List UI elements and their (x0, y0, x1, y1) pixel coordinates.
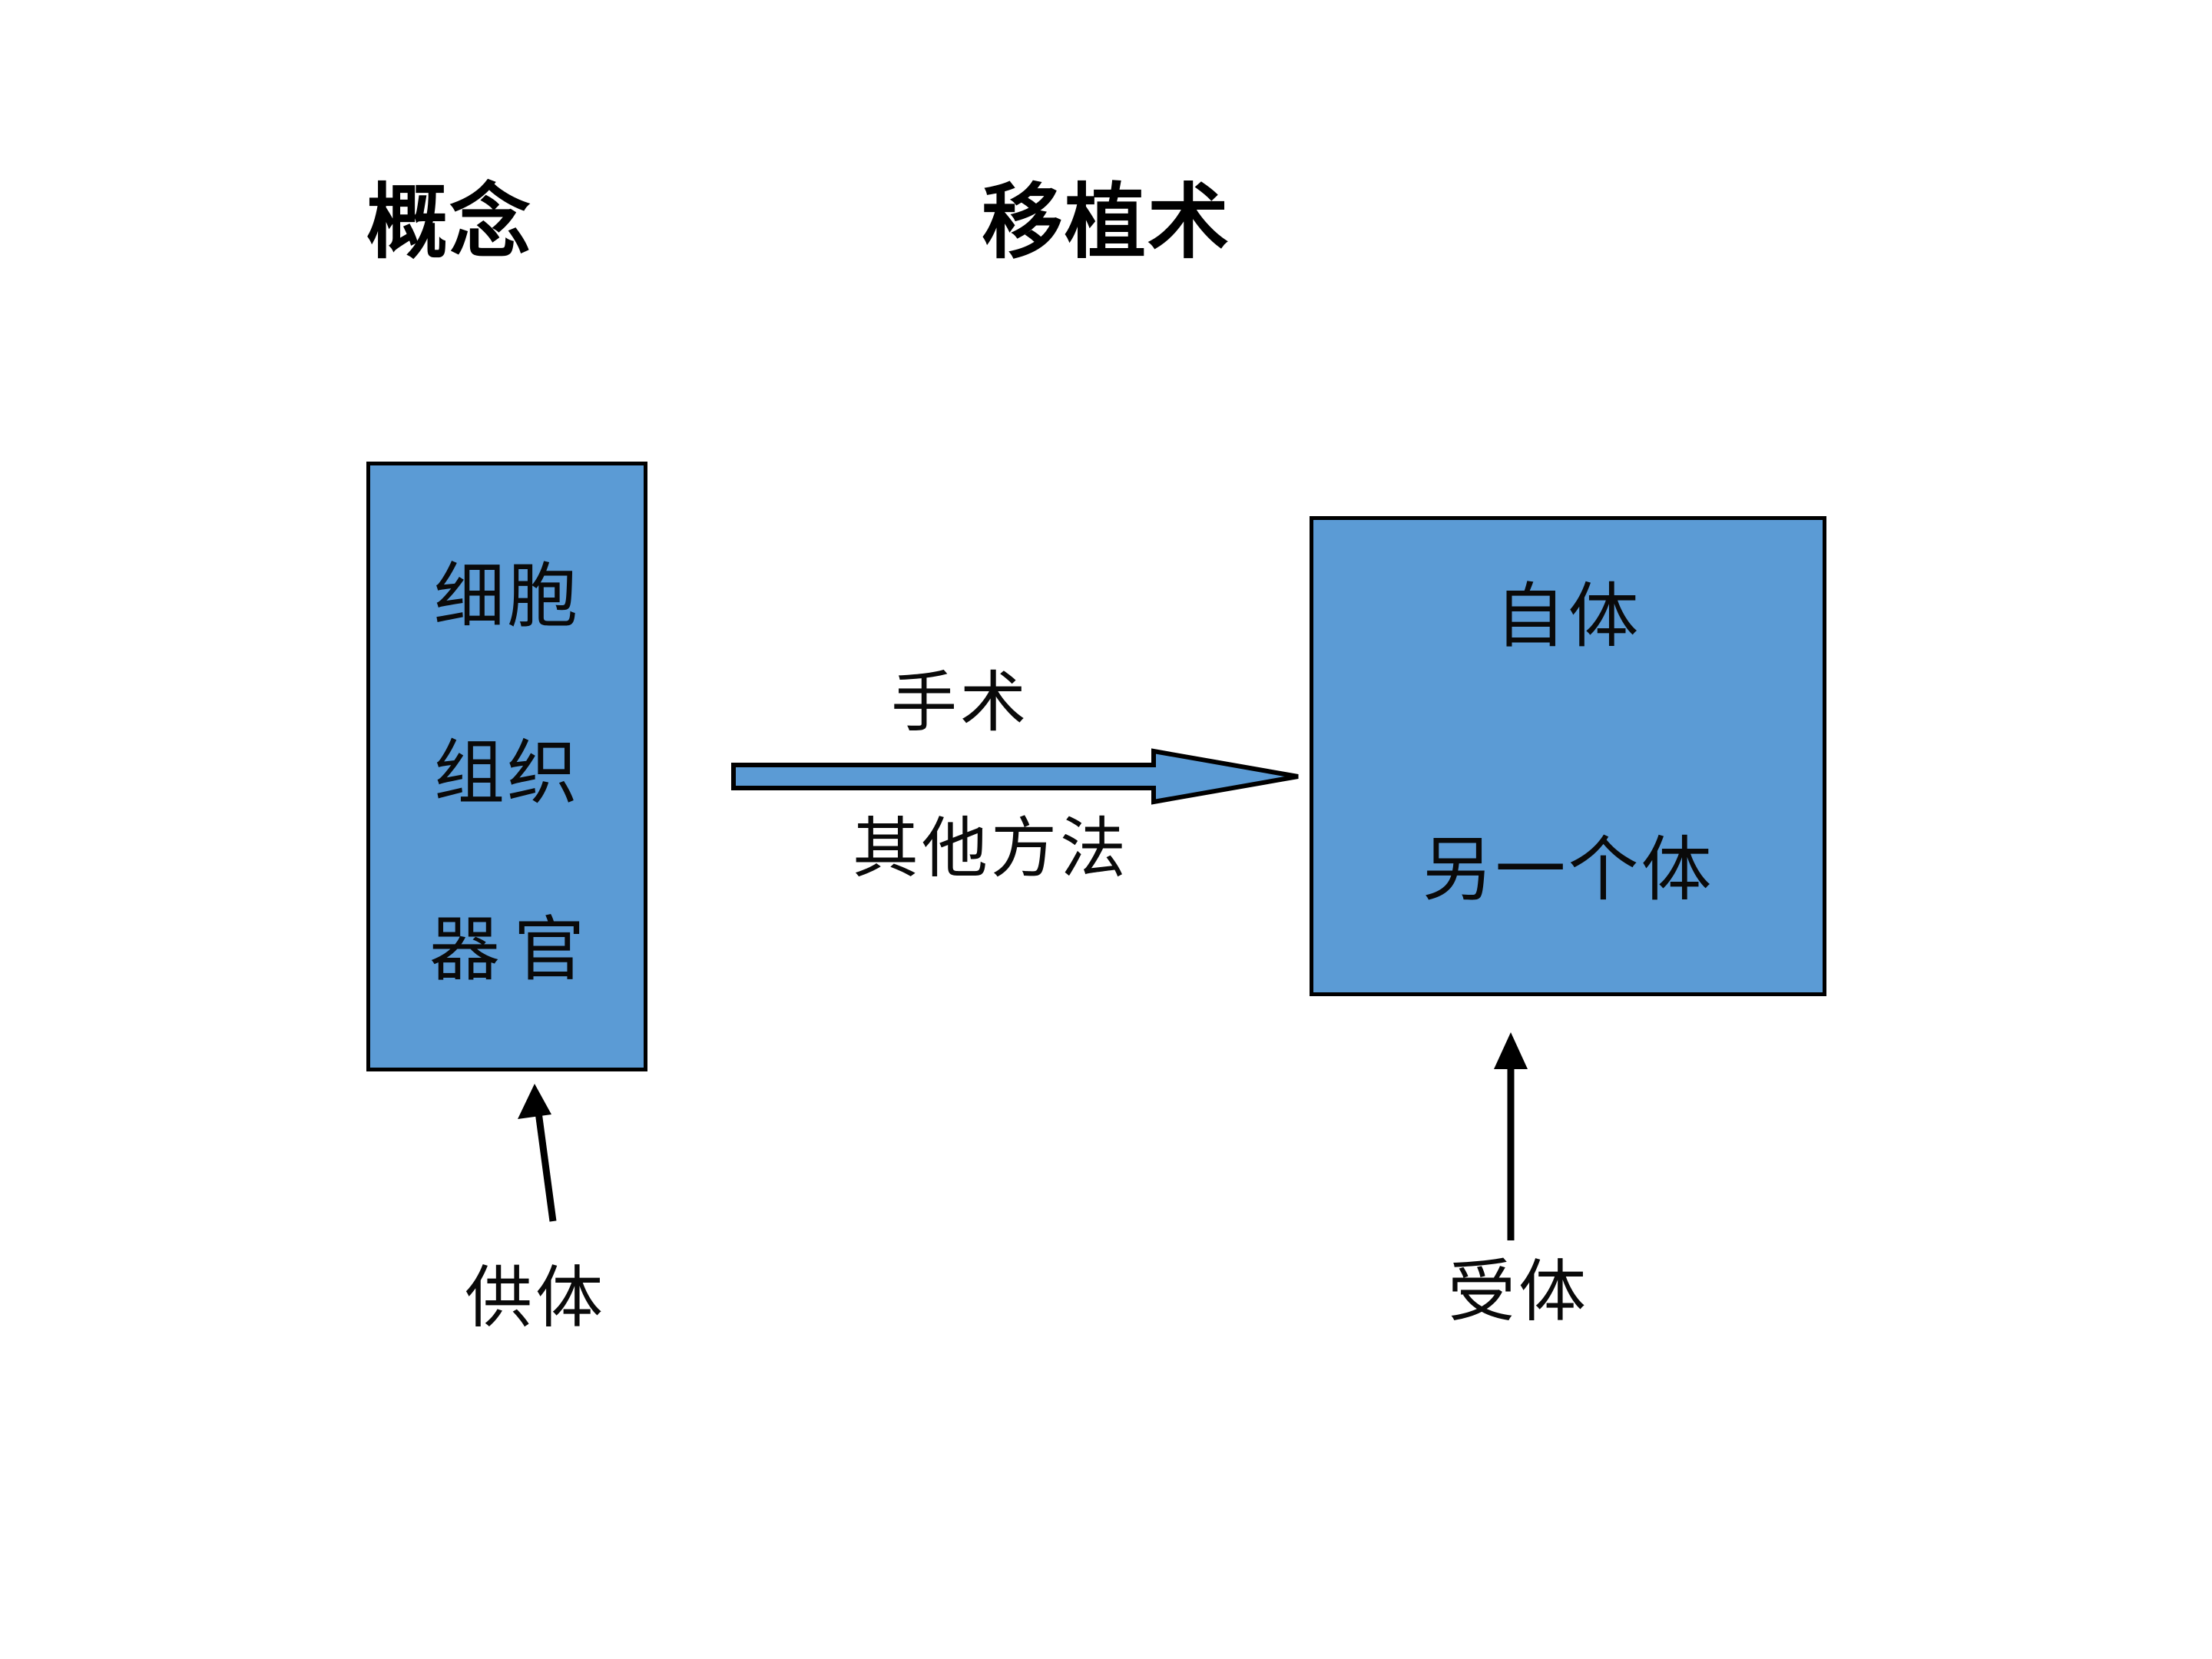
recipient-site-line-other-individual: 另一个体 (1422, 831, 1714, 909)
donor-pointer-arrow-icon (518, 1084, 557, 1222)
graft-material-line-tissue: 组织 (433, 734, 580, 813)
graft-material-line-organ: 器官 (429, 911, 598, 989)
recipient-pointer-arrow-icon (1494, 1032, 1528, 1240)
graft-material-line-cells: 细胞 (433, 558, 580, 636)
process-caption-surgery: 手术 (891, 666, 1029, 740)
recipient-site-box: 自体 另一个体 (1310, 516, 1826, 996)
page-title-concept: 概念 (366, 178, 532, 268)
page-title-transplant: 移植术 (982, 178, 1230, 268)
process-caption-other-methods: 其他方法 (853, 812, 1129, 886)
transplant-process-arrow-icon (731, 747, 1303, 806)
recipient-site-line-self: 自体 (1495, 578, 1641, 656)
recipient-label: 受体 (1448, 1256, 1590, 1330)
graft-material-box: 细胞 组织 器官 (366, 462, 647, 1071)
donor-label: 供体 (465, 1262, 607, 1336)
